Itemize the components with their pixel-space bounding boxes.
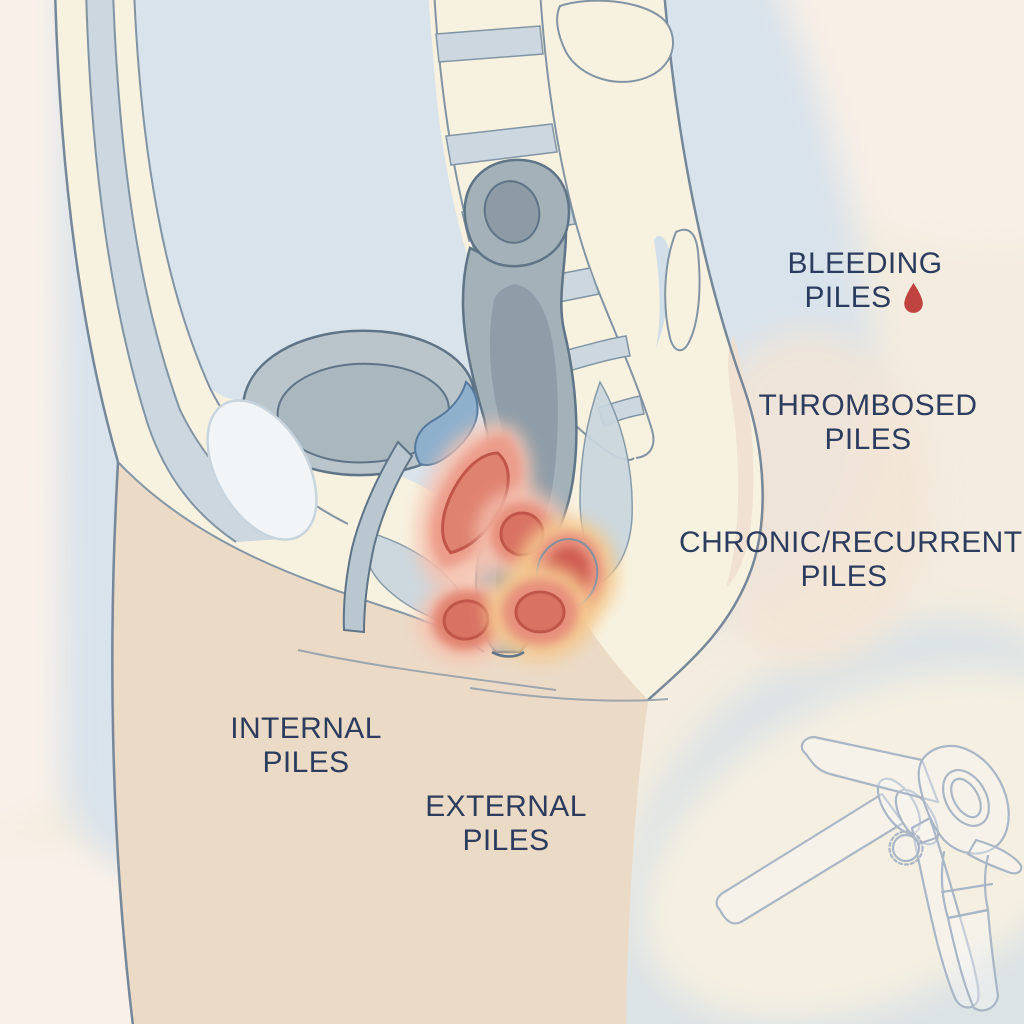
internal-piles-highlight-upper [415,422,533,590]
label-line: PILES [824,423,912,456]
proctoscope-sketch [800,735,1023,1012]
label-line: BLEEDING [787,247,943,280]
label-line: PILES [262,746,350,779]
blood-drop-icon [903,282,923,313]
external-piles-highlight-right [486,564,594,660]
label-line: INTERNAL [230,712,382,745]
obturator-sketch [715,777,980,1009]
label-line: PILES [800,560,888,593]
label-chronic-recurrent-piles: CHRONIC/RECURRENT PILES [679,526,1023,594]
back-outline [647,0,764,701]
thigh-outline [111,461,135,1024]
knob [891,833,921,863]
perineal-crease-lines [297,649,669,702]
urethra [342,440,414,634]
label-line: EXTERNAL [425,790,587,823]
label-bleeding-piles: BLEEDING PILES [735,247,995,315]
anal-opening-line [491,650,525,658]
label-line: PILES [462,824,550,857]
label-line: THROMBOSED [758,389,978,422]
label-line: PILES [804,281,892,314]
label-line: CHRONIC/RECURRENT [679,526,1023,559]
label-thrombosed-piles: THROMBOSED PILES [738,389,998,457]
instruments-sketch [715,735,1023,1012]
label-internal-piles: INTERNAL PILES [185,712,427,780]
label-external-piles: EXTERNAL PILES [385,790,627,858]
external-piles-highlight-left [418,577,514,663]
pubic-bone [206,399,318,541]
